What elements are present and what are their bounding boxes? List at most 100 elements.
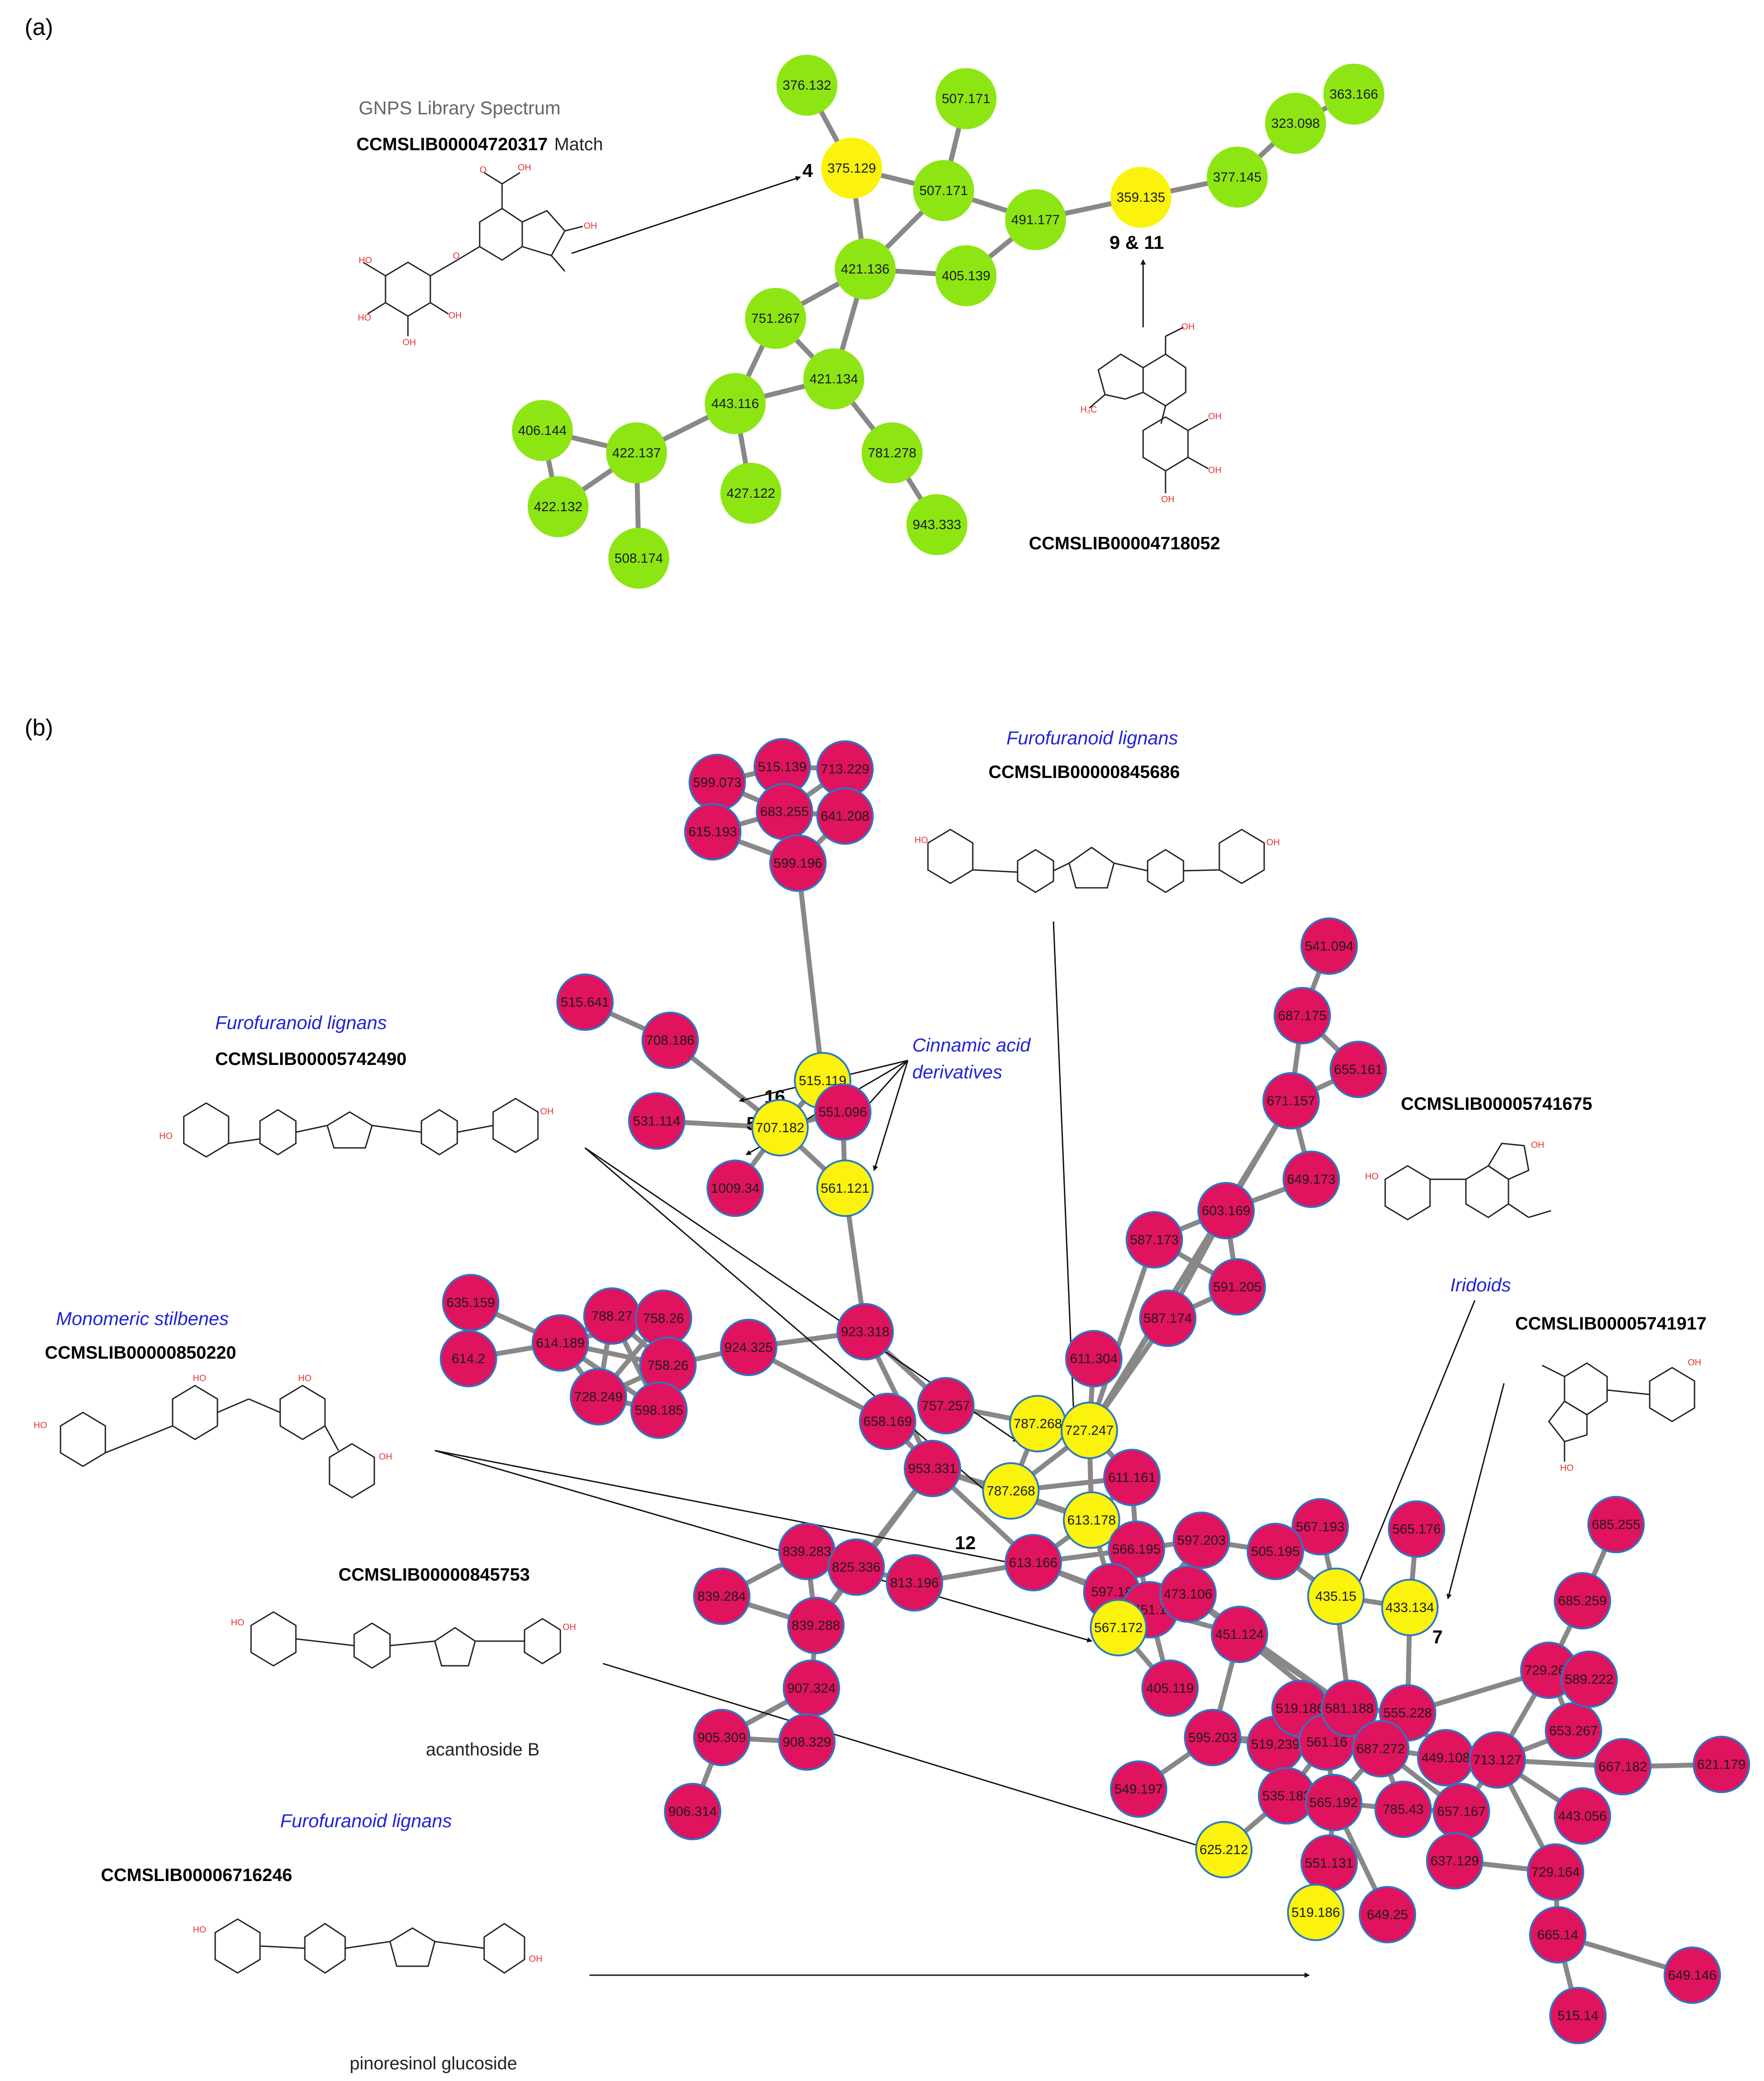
panel-a-nodes: 363.166323.098377.145359.135491.177507.1… [512,55,1384,589]
network-node: 405.119 [1141,1660,1199,1717]
library-id-right2: CCMSLIB00005741917 [1515,1314,1707,1334]
panel-a-annotations: GNPS Library Spectrum CCMSLIB00004720317… [356,97,1222,553]
node-label: 657.167 [1437,1804,1486,1819]
network-node: 377.145 [1207,147,1268,208]
network-node: 757.257 [917,1377,975,1434]
node-label: 406.144 [518,423,567,438]
network-node: 421.134 [803,348,864,409]
node-label: 566.195 [1112,1542,1161,1557]
node-circle [1693,1736,1750,1793]
network-node: 599.196 [769,834,827,892]
node-label: 323.098 [1271,116,1320,131]
node-circle [787,1597,845,1654]
network-node: 587.173 [1126,1211,1183,1269]
node-circle [776,55,837,116]
node-circle [828,1538,885,1596]
node-label: 519.239 [1251,1737,1300,1752]
node-label: 549.197 [1114,1782,1163,1797]
network-node: 549.197 [1110,1760,1167,1818]
svg-text:HO: HO [231,1618,244,1628]
node-label: 597.203 [1177,1533,1226,1548]
network-node: 363.166 [1323,64,1384,125]
node-label: 637.129 [1430,1854,1479,1868]
name-pinoresinol: pinoresinol glucoside [350,2054,517,2073]
node-label: 787.268 [987,1484,1035,1499]
node-label: 839.284 [698,1589,746,1604]
library-id-bottom: CCMSLIB00006716246 [101,1865,292,1885]
node-label: 435.15 [1315,1589,1357,1604]
network-node: 685.255 [1587,1496,1645,1553]
network-node: 649.25 [1359,1886,1416,1943]
network-edge [795,863,825,1081]
class-furofuranoid-bottom: Furofuranoid lignans [280,1810,452,1831]
node-label: 421.136 [841,262,889,277]
node-label: 683.255 [760,804,809,819]
node-label: 377.145 [1213,170,1261,185]
svg-text:O: O [480,165,487,175]
node-label: 508.174 [615,551,663,566]
node-label: 708.186 [646,1033,694,1048]
node-label: 658.169 [863,1414,912,1429]
network-node: 599.073 [689,754,746,811]
svg-text:OH: OH [1208,465,1222,475]
node-label: 614.2 [451,1351,485,1366]
node-label: 375.129 [828,161,876,176]
structure-acanthoside: HO OH [231,1611,576,1669]
node-label: 613.166 [1009,1555,1058,1570]
node-circle [1287,1884,1344,1941]
node-label: 729.164 [1531,1865,1580,1880]
node-label: 813.196 [890,1576,939,1590]
network-node: 685.259 [1554,1572,1611,1629]
network-node: 653.267 [1545,1702,1602,1760]
node-label: 443.116 [711,396,759,411]
network-node: 433.134 [1381,1579,1439,1636]
network-node: 422.132 [528,476,589,537]
svg-text:HO: HO [159,1131,173,1141]
library-id-acanthoside: CCMSLIB00000845753 [338,1565,530,1585]
network-node: 687.175 [1274,987,1331,1044]
node-circle [769,834,827,892]
node-circle [1262,1072,1320,1130]
compound-7-label: 7 [1432,1626,1443,1647]
library-id-top: CCMSLIB00000845686 [988,762,1180,782]
network-node: 567.172 [1090,1599,1147,1656]
node-circle [745,288,806,349]
node-label: 615.193 [689,825,737,839]
node-circle [1359,1886,1416,1943]
node-circle [693,1568,750,1625]
network-node: 839.288 [787,1597,845,1654]
node-label: 531.114 [633,1114,680,1129]
svg-text:HO: HO [358,313,371,323]
node-label: 598.185 [635,1403,683,1418]
node-circle [1108,1521,1165,1578]
node-label: 519.186 [1292,1905,1340,1920]
network-node: 435.15 [1307,1568,1365,1625]
structure-stilbene: HO HO HO OH [34,1373,392,1499]
node-circle [1587,1496,1645,1553]
network-node: 785.43 [1374,1781,1432,1838]
node-label: 751.267 [751,311,800,326]
class-iridoids: Iridoids [1450,1274,1511,1295]
svg-text:OH: OH [403,338,416,348]
node-label: 905.309 [698,1730,746,1745]
network-node: 443.116 [705,373,766,434]
match-word: Match [554,135,603,154]
network-node: 908.329 [778,1713,836,1771]
node-label: 649.146 [1668,1968,1716,1983]
node-label: 473.106 [1164,1587,1212,1602]
node-label: 757.257 [922,1399,970,1413]
node-label: 667.182 [1599,1760,1647,1774]
structure-pinoresinol: HO OH [193,1918,542,1974]
network-node: 508.174 [608,528,669,589]
network-node: 923.318 [836,1303,894,1360]
network-node: 649.146 [1664,1946,1721,2004]
svg-text:OH: OH [1161,495,1175,504]
node-label: 587.173 [1130,1233,1179,1247]
node-circle [532,1314,589,1372]
network-node: 707.182 [751,1099,809,1156]
network-node: 708.186 [641,1012,699,1069]
network-node: 406.144 [512,400,573,461]
network-node: 613.166 [1005,1534,1062,1591]
node-label: 758.26 [647,1358,689,1373]
